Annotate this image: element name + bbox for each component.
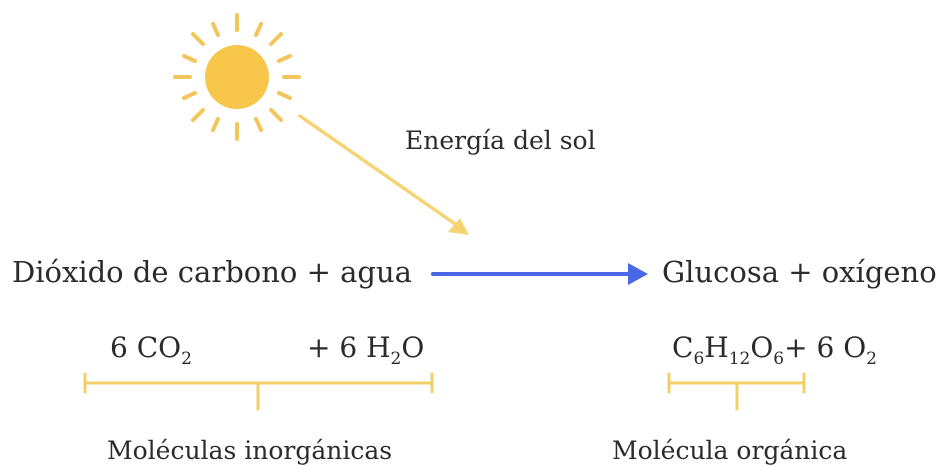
o2-prefix: + 6 O <box>784 331 867 364</box>
co2-formula: 6 CO2 <box>110 331 192 368</box>
h2o-subscript: 2 <box>390 349 402 369</box>
sun-icon <box>173 13 301 141</box>
reactants-label: Dióxido de carbono + agua <box>12 255 412 289</box>
h2o-prefix: + 6 H <box>307 331 391 364</box>
arrow-down-right-icon <box>298 114 469 235</box>
co2-text: 6 CO <box>110 331 182 364</box>
glucose-h: H <box>704 331 729 364</box>
h2o-formula: + 6 H2O <box>307 331 425 368</box>
glucose-h-sub: 12 <box>728 349 751 369</box>
energy-label: Energía del sol <box>405 126 596 155</box>
o2-subscript: 2 <box>866 349 877 369</box>
glucose-formula: C6H12O6+ 6 O2 <box>672 331 877 368</box>
organic-molecule-label: Molécula orgánica <box>612 436 848 465</box>
h2o-suffix: O <box>401 331 425 364</box>
organic-bracket <box>667 372 806 411</box>
co2-subscript: 2 <box>181 349 192 369</box>
glucose-c-sub: 6 <box>693 349 705 369</box>
arrow-right-icon <box>431 263 648 285</box>
glucose-o: O <box>750 331 774 364</box>
glucose-c: C <box>672 331 694 364</box>
inorganic-molecules-label: Moléculas inorgánicas <box>107 436 393 465</box>
inorganic-bracket <box>83 372 434 411</box>
products-label: Glucosa + oxígeno <box>662 255 937 289</box>
glucose-o-sub: 6 <box>773 349 785 369</box>
